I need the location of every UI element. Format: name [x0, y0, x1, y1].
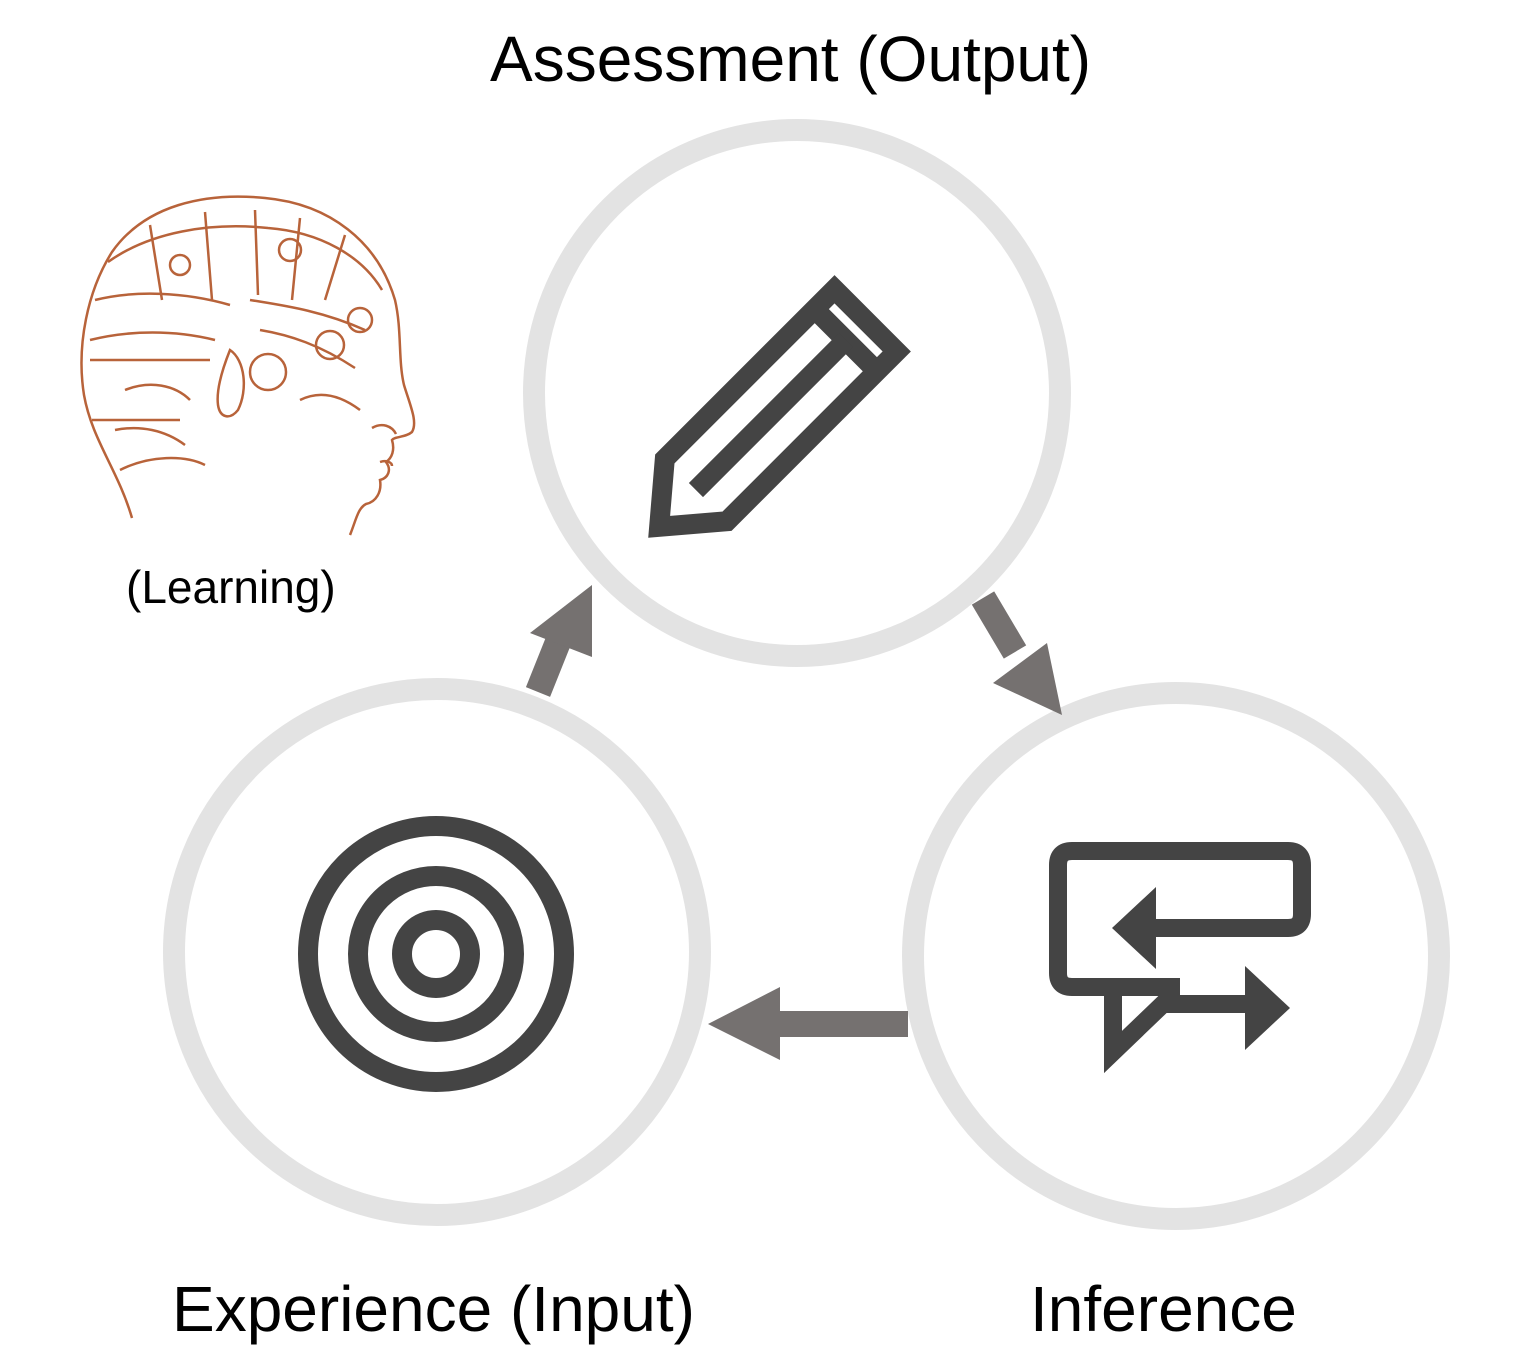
- node-label-experience: Experience (Input): [172, 1273, 695, 1345]
- arrow-experience-to-assessment: [525, 585, 592, 697]
- arrow-assessment-to-inference: [971, 591, 1062, 715]
- inference-node-ring: [902, 682, 1450, 1230]
- node-label-assessment: Assessment (Output): [490, 23, 1092, 95]
- learning-label: (Learning): [126, 561, 336, 613]
- experience-node-ring: [163, 678, 711, 1226]
- arrow-inference-to-experience: [708, 987, 908, 1060]
- pencil-icon: [648, 275, 911, 538]
- target-icon: [298, 816, 574, 1092]
- phrenology-head-icon: [80, 195, 416, 536]
- node-label-inference: Inference: [1030, 1273, 1297, 1345]
- chat-exchange-icon: [1049, 842, 1311, 1074]
